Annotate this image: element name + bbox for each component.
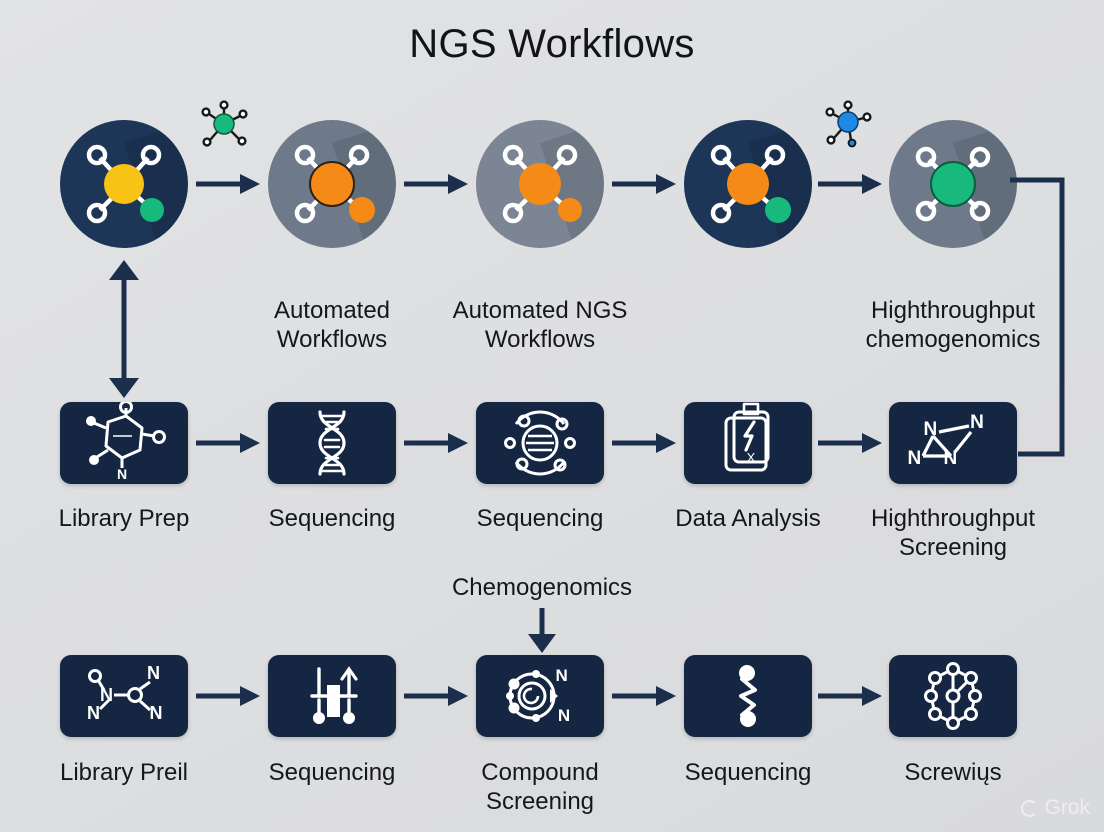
circle-node-5-label: Highthroughput chemogenomics — [865, 297, 1041, 354]
clipboard-chart-icon: X — [724, 402, 770, 472]
watermark-text: Grok — [1044, 796, 1090, 819]
mini-mol-green — [196, 96, 252, 154]
triazole-n-icon: N N N N — [907, 412, 983, 469]
arrow-node2-node3 — [404, 172, 470, 201]
svg-text:N: N — [117, 466, 127, 482]
arrow-node3-node4 — [612, 172, 678, 201]
elbow-connector-node5-hts — [1010, 176, 1076, 463]
tile-sequencing-1-label: Sequencing — [268, 505, 396, 532]
tile-screwius-label: Screwiųs — [904, 759, 1002, 786]
arrow-step3-step4 — [612, 431, 678, 460]
tile-highthroughput-screening[interactable]: N N N N — [889, 402, 1017, 484]
tile-sequencing-4[interactable] — [684, 655, 812, 737]
circle-node-2-label: Automated Workflows — [273, 297, 391, 354]
tile-highthroughput-screening-label: Highthroughput Screening — [870, 505, 1036, 562]
svg-text:N N: N N — [555, 666, 572, 725]
tile-sequencing-4-label: Sequencing — [684, 759, 812, 786]
arrow-chemogenomics-down — [524, 608, 560, 659]
circle-node-4[interactable] — [684, 120, 812, 248]
arrow-node4-node5 — [818, 172, 884, 201]
circle-node-3-label: Automated NGS Workflows — [452, 297, 628, 354]
circular-sequencing-icon — [504, 410, 576, 476]
circle-node-3[interactable] — [476, 120, 604, 248]
grok-logo-icon — [1021, 799, 1039, 817]
tile-library-prep[interactable]: N — [60, 402, 188, 484]
tile-sequencing-3[interactable] — [268, 655, 396, 737]
tile-sequencing-2-label: Sequencing — [476, 505, 604, 532]
tile-sequencing-3-label: Sequencing — [268, 759, 396, 786]
molecule-icon — [502, 144, 582, 224]
arrow-row3-step4-step5 — [818, 684, 884, 713]
arrow-step4-step5 — [818, 431, 884, 460]
arrow-node1-node2 — [196, 172, 262, 201]
mini-molecule-icon — [825, 100, 872, 148]
svg-text:N N N: N N N N — [907, 412, 983, 469]
page-title: NGS Workflows — [409, 22, 695, 66]
chemogenomics-label: Chemogenomics — [451, 574, 633, 601]
tile-data-analysis[interactable]: X — [684, 402, 812, 484]
svg-text:X: X — [747, 450, 756, 465]
tile-data-analysis-label: Data Analysis — [675, 505, 821, 532]
circle-node-5[interactable] — [889, 120, 1017, 248]
gear-compound-icon: N N — [506, 666, 572, 725]
arrow-row3-step2-step3 — [404, 684, 470, 713]
tile-sequencing-2[interactable] — [476, 402, 604, 484]
hexagon-molecule-icon: N — [86, 402, 166, 482]
tile-screwius[interactable] — [889, 655, 1017, 737]
arrow-bidirectional-vertical — [103, 258, 145, 405]
tile-library-preil-label: Library Preil — [59, 759, 189, 786]
molecule-icon — [915, 146, 991, 222]
ring-network-icon — [924, 662, 982, 730]
arrow-step1-step2 — [196, 431, 262, 460]
molecule-icon — [86, 144, 164, 224]
zigzag-molecule-icon — [739, 665, 757, 727]
molecule-icon — [710, 144, 791, 224]
tile-sequencing-1[interactable] — [268, 402, 396, 484]
tile-compound-screening-label: Compound Screening — [481, 759, 599, 816]
mini-mol-blue — [820, 96, 876, 154]
tile-compound-screening[interactable]: N N — [476, 655, 604, 737]
svg-text:N N N: N N N N — [87, 663, 165, 723]
tile-library-prep-label: Library Prep — [58, 505, 190, 532]
nitrogen-oxide-molecule-icon: N N N N — [87, 663, 165, 723]
dna-helix-icon — [318, 410, 346, 476]
tile-library-preil[interactable]: N N N N — [60, 655, 188, 737]
arrow-step2-step3 — [404, 431, 470, 460]
circle-node-2[interactable] — [268, 120, 396, 248]
arrow-row3-step3-step4 — [612, 684, 678, 713]
bar-plot-icon — [310, 666, 358, 724]
mini-molecule-icon — [201, 100, 248, 147]
circle-node-1[interactable] — [60, 120, 188, 248]
molecule-icon — [294, 144, 375, 224]
watermark: Grok — [1021, 796, 1090, 820]
arrow-row3-step1-step2 — [196, 684, 262, 713]
